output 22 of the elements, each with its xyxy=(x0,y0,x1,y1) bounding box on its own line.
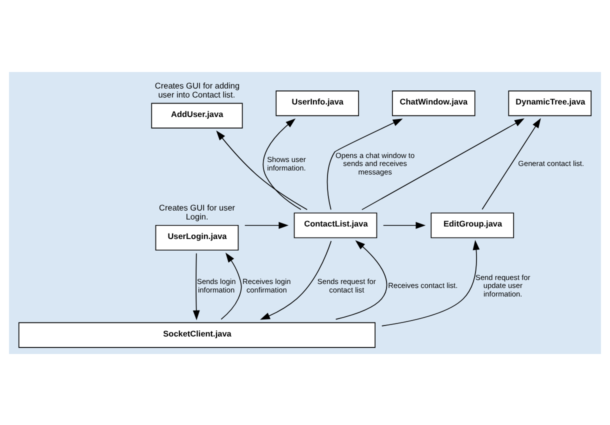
arrow xyxy=(362,118,524,210)
arrow xyxy=(381,240,480,326)
arrow xyxy=(326,118,403,210)
edge-label: Opens a chat window to sends and receives messages xyxy=(336,150,415,176)
arrow xyxy=(335,240,388,320)
edge-label: Generat contact list. xyxy=(518,158,584,168)
node-label: Creates GUI for adding user into Contact list. xyxy=(154,80,240,100)
arrow xyxy=(260,240,332,320)
arrow xyxy=(220,252,242,320)
arrow xyxy=(216,130,308,210)
edge-label: Send request for update user information. xyxy=(476,272,530,298)
edge-label: Sends request for contact list xyxy=(317,276,376,294)
arrow xyxy=(482,118,541,210)
node-label: Creates GUI for user Login. xyxy=(159,203,236,222)
edge-label: Sends login information xyxy=(197,276,236,294)
edge-label: Receives contact list. xyxy=(388,280,458,290)
edge-label: Shows user information. xyxy=(267,154,306,172)
arrow xyxy=(244,221,289,228)
arrow xyxy=(192,252,200,320)
arrow xyxy=(262,118,302,210)
arrow xyxy=(382,221,426,228)
edge-label: Receives login confirmation xyxy=(242,276,291,294)
